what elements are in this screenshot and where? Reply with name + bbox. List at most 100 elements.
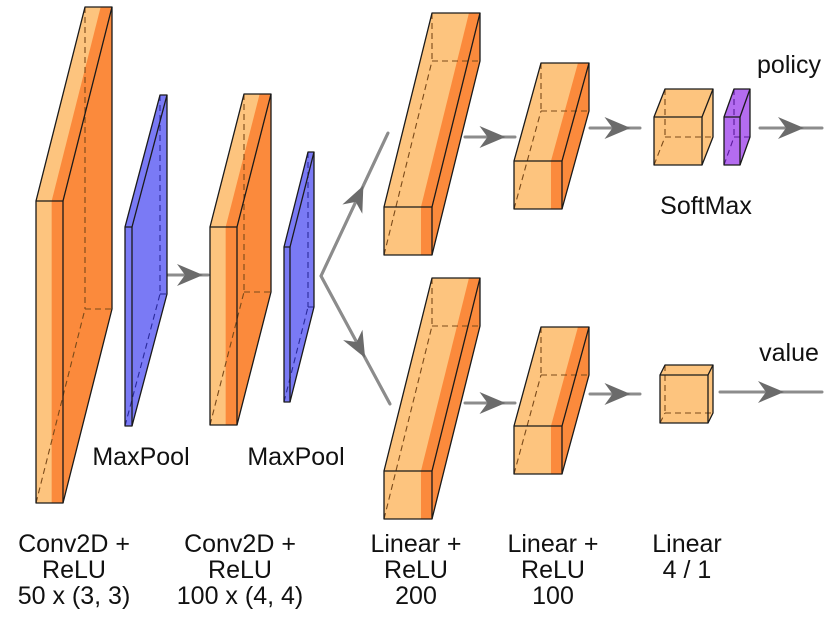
arrowhead-icon xyxy=(604,383,631,405)
caption-softmax: SoftMax xyxy=(660,192,752,220)
caption-fc200-line2: ReLU xyxy=(384,556,448,584)
block-top-face xyxy=(514,63,589,161)
arrow-pool1-to-conv2 xyxy=(166,264,210,286)
arrowhead-icon xyxy=(479,392,506,414)
block-side-outline xyxy=(431,13,481,256)
arrow-policy-fc1-to-fc2 xyxy=(463,126,517,148)
caption-conv1-line2: ReLU xyxy=(42,556,106,584)
block-hidden-edge xyxy=(723,136,735,166)
block-side-face xyxy=(740,89,750,165)
layer-block-value-out xyxy=(659,364,714,424)
block-top-outline xyxy=(513,326,590,427)
arrow-line xyxy=(319,131,390,278)
layer-block-pool2 xyxy=(283,151,315,403)
block-front-outline xyxy=(513,160,563,210)
block-top-stripe xyxy=(550,327,589,426)
block-hidden-edge xyxy=(124,293,161,427)
block-front-outline xyxy=(283,246,291,403)
block-top-outline xyxy=(209,93,272,228)
block-front-stripe xyxy=(420,207,432,255)
block-top-outline xyxy=(513,62,590,162)
arrow-to-policy-branch xyxy=(319,131,390,278)
arrowhead-icon xyxy=(177,264,203,286)
block-front-outline xyxy=(383,206,433,256)
block-front-stripe xyxy=(550,426,562,474)
block-hidden-edge xyxy=(35,308,86,504)
layer-block-policy-fc2 xyxy=(513,62,590,210)
layer-block-conv2 xyxy=(209,93,272,426)
caption-conv2-line3: 100 x (4, 4) xyxy=(177,582,303,610)
block-side-outline xyxy=(431,278,481,520)
block-top-stripe xyxy=(225,94,271,227)
block-front-stripe xyxy=(225,227,237,425)
block-front-stripe xyxy=(550,161,562,209)
caption-conv2-line1: Conv2D + xyxy=(184,530,296,558)
block-top-stripe xyxy=(550,63,589,161)
branch-line xyxy=(319,132,392,405)
caption-out-line2: 4 / 1 xyxy=(663,556,712,584)
block-side-face xyxy=(562,327,589,474)
arrows-layer xyxy=(166,117,824,414)
caption-pool1: MaxPool xyxy=(92,443,189,471)
arrow-policy-output xyxy=(758,117,824,139)
arrow-value-fc1-to-fc2 xyxy=(463,392,517,414)
caption-fc100: Linear + ReLU 100 xyxy=(507,530,598,610)
caption-conv1-line1: Conv2D + xyxy=(18,530,130,558)
arrow-value-fc2-to-out xyxy=(588,383,642,405)
block-side-face xyxy=(237,94,271,425)
block-top-face xyxy=(514,327,589,426)
layer-block-policy-fc1 xyxy=(383,12,481,256)
block-front-outline xyxy=(383,470,433,520)
caption-fc100-line3: 100 xyxy=(532,582,574,610)
block-top-face xyxy=(660,365,713,375)
layer-block-policy-out xyxy=(653,88,714,166)
block-side-face xyxy=(562,63,589,209)
block-hidden-edge xyxy=(659,412,666,424)
block-hidden-edge xyxy=(513,374,542,475)
block-side-outline xyxy=(707,365,714,424)
block-side-outline xyxy=(62,7,113,504)
arrow-policy-fc2-to-out xyxy=(588,117,642,139)
block-side-outline xyxy=(561,63,590,210)
block-side-face xyxy=(63,7,112,503)
caption-out: Linear 4 / 1 xyxy=(652,530,722,584)
blocks-layer xyxy=(35,6,751,520)
block-front-face xyxy=(660,375,708,423)
caption-conv1: Conv2D + ReLU 50 x (3, 3) xyxy=(18,530,131,610)
arrowhead-icon xyxy=(342,185,364,214)
layer-block-softmax xyxy=(723,88,751,166)
arrowhead-icon xyxy=(604,117,631,139)
block-front-stripe xyxy=(51,201,63,503)
caption-conv2: Conv2D + ReLU 100 x (4, 4) xyxy=(177,530,303,610)
caption-conv2-line2: ReLU xyxy=(208,556,272,584)
block-top-outline xyxy=(723,88,751,118)
arrowhead-icon xyxy=(343,329,366,358)
block-hidden-edge xyxy=(513,110,542,210)
block-top-outline xyxy=(659,364,714,376)
output-label-value: value xyxy=(759,339,819,367)
caption-conv1-line3: 50 x (3, 3) xyxy=(18,582,131,610)
layer-block-pool1 xyxy=(124,94,168,427)
block-side-outline xyxy=(236,94,272,426)
arrow-line xyxy=(319,274,392,406)
branch-split xyxy=(319,132,392,405)
block-top-outline xyxy=(283,151,315,248)
block-side-face xyxy=(432,13,480,255)
block-hidden-edge xyxy=(283,306,309,403)
block-hidden-edge xyxy=(209,291,245,426)
block-side-face xyxy=(432,278,480,519)
block-side-outline xyxy=(561,327,590,475)
block-top-outline xyxy=(35,6,113,202)
block-top-face xyxy=(654,89,713,117)
block-front-outline xyxy=(653,116,703,166)
arrowhead-icon xyxy=(758,381,784,403)
caption-fc200-line3: 200 xyxy=(395,582,437,610)
arrow-to-value-branch xyxy=(319,274,392,406)
block-hidden-edge xyxy=(653,136,666,166)
arrow-value-output xyxy=(718,381,824,403)
block-front-face xyxy=(125,227,132,426)
caption-fc100-line2: ReLU xyxy=(521,556,585,584)
block-top-outline xyxy=(383,277,481,472)
block-front-outline xyxy=(513,425,563,475)
block-top-outline xyxy=(653,88,714,118)
